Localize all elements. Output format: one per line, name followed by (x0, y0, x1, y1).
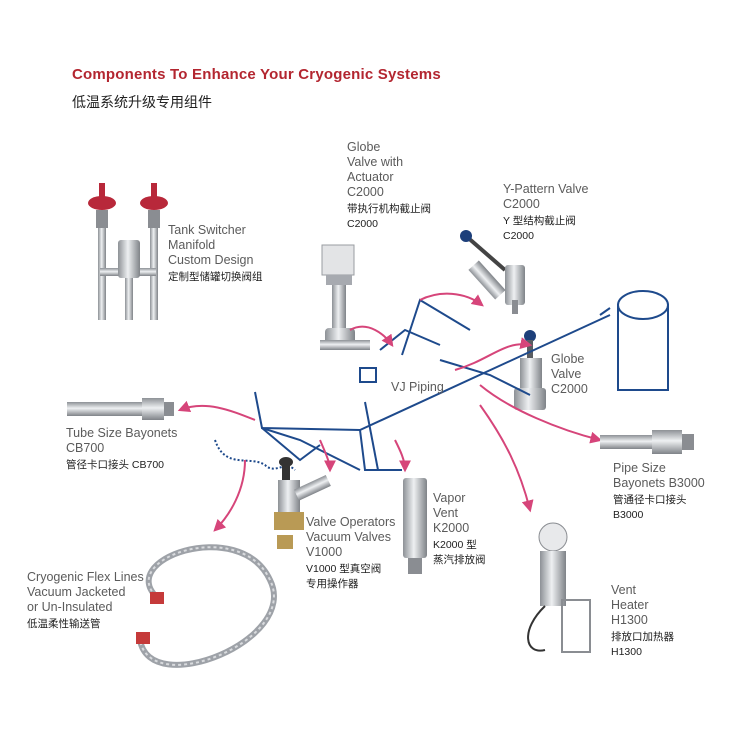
pipe-bayonet-label-en: Pipe Size Bayonets B3000 (613, 461, 705, 490)
flex-lines-label-cn: 低温柔性输送管 (27, 618, 101, 630)
pipe-bayonet-label-cn: 管通径卡口接头 B3000 (613, 494, 687, 521)
y-pattern-valve-label: Y-Pattern Valve C2000 Y 型结构截止阀 C2000 (503, 182, 588, 244)
vj-piping-label-en: VJ Piping (391, 380, 444, 394)
vapor-vent-label-cn: K2000 型 蒸汽排放阀 (433, 539, 486, 566)
valve-operators-label-cn: V1000 型真空阀 专用操作器 (306, 563, 382, 590)
flex-lines-label: Cryogenic Flex Lines Vacuum Jacketed or … (27, 570, 144, 632)
pipe-bayonet-image (600, 430, 694, 454)
globe-valve-image (514, 330, 546, 410)
vapor-vent-label-en: Vapor Vent K2000 (433, 491, 470, 535)
pink-arrows (177, 292, 603, 532)
globe-valve-actuator-label-en: Globe Valve with Actuator C2000 (347, 140, 404, 199)
tank-switcher-label-cn: 定制型储罐切换阀组 (168, 271, 263, 283)
tube-bayonet-label: Tube Size Bayonets CB700 管径卡口接头 CB700 (66, 426, 177, 473)
vent-heater-image (527, 522, 591, 653)
vent-heater-label-en: Vent Heater H1300 (611, 583, 649, 627)
y-pattern-valve-image (460, 230, 525, 314)
tank-switcher-label-en: Tank Switcher Manifold Custom Design (168, 223, 254, 267)
cryogenic-tank-image (617, 290, 669, 391)
valve-operators-label: Valve Operators Vacuum Valves V1000 V100… (306, 515, 395, 592)
vent-heater-label: Vent Heater H1300 排放口加热器 H1300 (611, 583, 674, 660)
tube-bayonet-image (67, 398, 174, 420)
tank-switcher-manifold-image (88, 183, 168, 320)
pipe-bayonet-label: Pipe Size Bayonets B3000 管通径卡口接头 B3000 (613, 461, 705, 523)
vapor-vent-label: Vapor Vent K2000 K2000 型 蒸汽排放阀 (433, 491, 486, 568)
globe-valve-label-en: Globe Valve C2000 (551, 352, 588, 396)
vent-heater-label-cn: 排放口加热器 H1300 (611, 631, 674, 658)
vapor-vent-image (403, 478, 427, 574)
valve-operator-image (274, 457, 331, 549)
tube-bayonet-label-cn: 管径卡口接头 CB700 (66, 459, 165, 471)
y-pattern-valve-label-en: Y-Pattern Valve C2000 (503, 182, 589, 211)
flex-lines-label-en: Cryogenic Flex Lines Vacuum Jacketed or … (27, 570, 144, 614)
globe-valve-label: Globe Valve C2000 (551, 352, 588, 397)
tube-bayonet-label-en: Tube Size Bayonets CB700 (66, 426, 178, 455)
tank-switcher-label: Tank Switcher Manifold Custom Design 定制型… (168, 223, 263, 285)
globe-valve-actuator-label: Globe Valve with Actuator C2000 带执行机构截止阀… (347, 140, 431, 232)
valve-operators-label-en: Valve Operators Vacuum Valves V1000 (306, 515, 396, 559)
vj-piping-label: VJ Piping (391, 380, 444, 395)
page-subtitle: 低温系统升级专用组件 (72, 94, 212, 110)
page-title: Components To Enhance Your Cryogenic Sys… (72, 66, 441, 83)
globe-valve-actuator-label-cn: 带执行机构截止阀 C2000 (347, 203, 431, 230)
flex-line-image (136, 544, 277, 668)
globe-valve-actuator-image (320, 244, 370, 350)
y-pattern-valve-label-cn: Y 型结构截止阀 C2000 (503, 215, 576, 242)
